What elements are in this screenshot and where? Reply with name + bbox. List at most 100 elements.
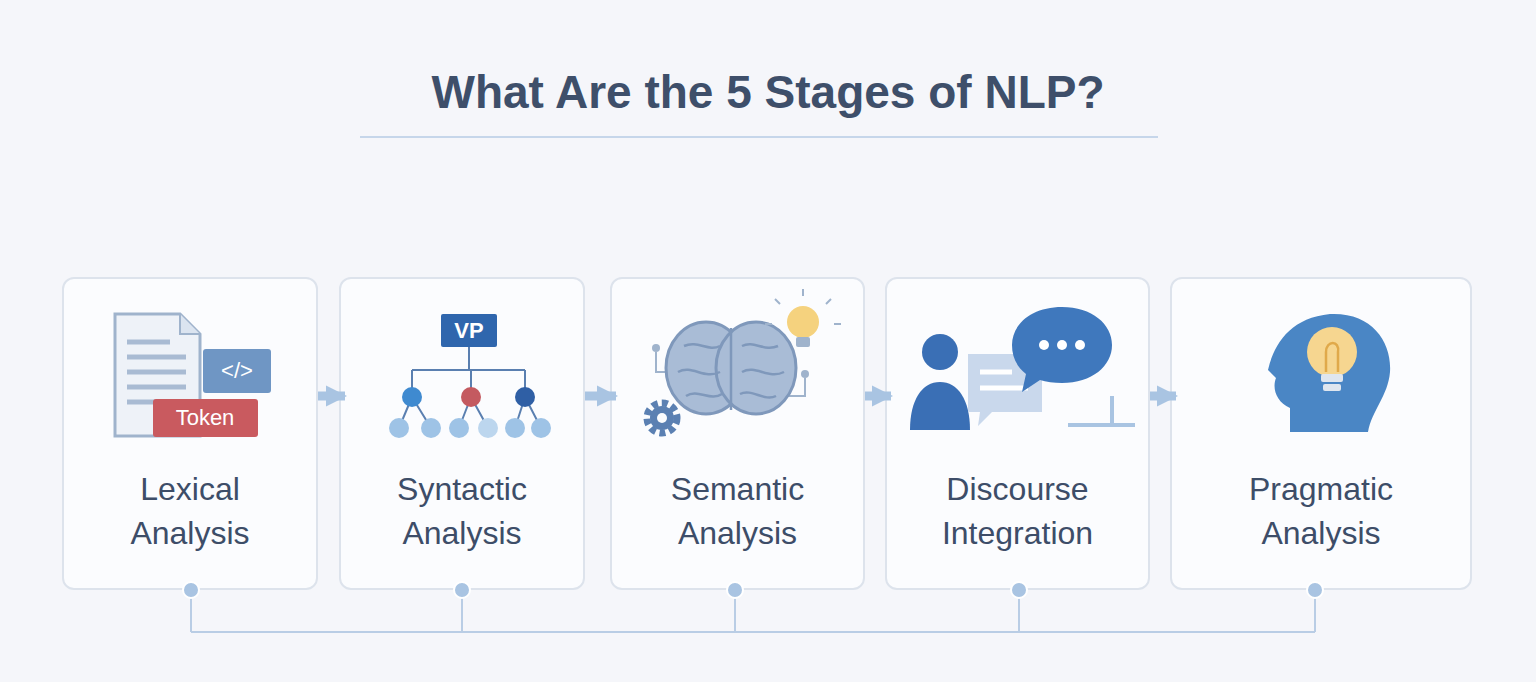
bracket-dots — [183, 582, 1323, 598]
bracket-dot — [1011, 582, 1027, 598]
gear-body — [650, 406, 674, 430]
bulb-rays — [765, 289, 841, 324]
text-line — [127, 385, 186, 390]
stage-box: Lexical Analysis — [62, 277, 318, 590]
circuit-line — [656, 352, 672, 372]
chat-line — [980, 370, 1012, 375]
brain-left — [666, 322, 746, 414]
bulb-base — [1321, 374, 1343, 382]
tree-leaf — [505, 418, 525, 438]
bulb-icon — [765, 289, 841, 347]
flow-arrow — [318, 392, 345, 401]
circuit-dot — [801, 370, 809, 378]
stage-label: Semantic Analysis — [643, 467, 833, 555]
bulb-base — [796, 337, 810, 347]
bracket-dot — [1307, 582, 1323, 598]
person-head — [922, 334, 958, 370]
ray — [765, 323, 772, 325]
ray — [826, 299, 831, 304]
text-line — [127, 370, 186, 375]
stage-box: Semantic Analysis — [610, 277, 865, 590]
circuit-lines — [656, 352, 805, 396]
bulb-glass — [1307, 327, 1357, 377]
stage-box: Pragmatic Analysis — [1170, 277, 1472, 590]
document-fold — [180, 314, 200, 334]
tree-leaf — [531, 418, 551, 438]
tree-leaves — [389, 418, 551, 438]
tree-branch — [399, 397, 541, 428]
speech-bubble — [1012, 307, 1112, 392]
diagram-title: What Are the 5 Stages of NLP? — [0, 62, 1536, 122]
document-icon — [115, 314, 200, 436]
person-body — [910, 382, 970, 430]
speech-dots — [1039, 340, 1085, 350]
chat-lines — [980, 372, 1028, 388]
speech-dot — [1057, 340, 1067, 350]
bulb-glass — [787, 306, 819, 338]
token-box — [153, 399, 258, 437]
circuit-dot — [652, 344, 660, 352]
stage-label: Discourse Integration — [923, 467, 1113, 555]
tree-node — [402, 387, 422, 407]
text-line — [127, 355, 186, 360]
icon-label: Token — [176, 405, 235, 431]
title-underline — [360, 136, 1158, 138]
screen-stand — [1068, 396, 1135, 425]
document-lines — [127, 342, 186, 402]
code-tag-box — [203, 349, 271, 393]
bracket-dot — [183, 582, 199, 598]
vp-box — [441, 314, 497, 347]
tree-leaf — [449, 418, 469, 438]
circuit-line — [788, 378, 805, 396]
bracket-dot — [727, 582, 743, 598]
text-line — [127, 340, 170, 345]
tree-node — [461, 387, 481, 407]
icon-label: </> — [221, 358, 253, 384]
discourse-icon — [910, 307, 1135, 430]
stage-box: Discourse Integration — [885, 277, 1150, 590]
tree-leaf — [389, 418, 409, 438]
bulb-filament — [1326, 343, 1338, 372]
bulb-base — [1323, 384, 1341, 391]
brain-folds — [678, 328, 784, 410]
gear-icon — [647, 403, 677, 433]
brain-fold — [730, 328, 733, 410]
tree-lines — [399, 346, 541, 428]
stage-label: Lexical Analysis — [95, 467, 285, 555]
stage-label: Syntactic Analysis — [367, 467, 557, 555]
tree-leaf — [421, 418, 441, 438]
tree-branch — [412, 346, 525, 397]
ray — [802, 289, 804, 296]
flow-arrow — [585, 392, 616, 401]
gear-hole — [657, 413, 667, 423]
ray — [834, 323, 841, 325]
brain-right — [716, 322, 796, 414]
stage-label: Pragmatic Analysis — [1226, 467, 1416, 555]
flow-arrow — [865, 392, 891, 401]
lexical-icon — [115, 314, 271, 437]
head-profile — [1268, 314, 1390, 432]
text-line — [127, 400, 160, 405]
brain-fold — [740, 344, 784, 397]
bottom-bracket — [191, 590, 1315, 632]
tree-leaf — [478, 418, 498, 438]
chat-bubble — [968, 354, 1042, 426]
speech-dot — [1039, 340, 1049, 350]
icon-label: VP — [454, 318, 483, 344]
brain-fold — [678, 344, 722, 396]
gear-teeth — [647, 403, 677, 433]
tree-node — [515, 387, 535, 407]
bracket-line — [191, 590, 1315, 632]
pragmatic-icon — [1268, 314, 1390, 432]
syntactic-icon — [389, 314, 551, 438]
ray — [775, 299, 780, 304]
stage-box: Syntactic Analysis — [339, 277, 585, 590]
speech-dot — [1075, 340, 1085, 350]
semantic-icon — [647, 289, 841, 433]
flow-arrow — [1150, 392, 1176, 401]
